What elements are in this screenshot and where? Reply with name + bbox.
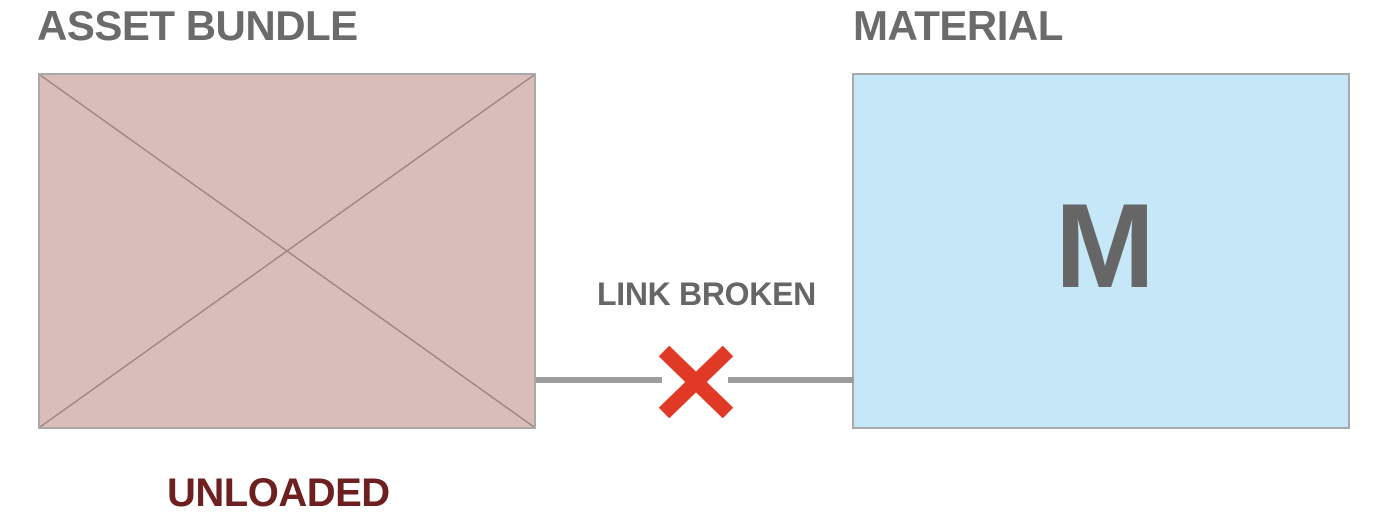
link-line-left xyxy=(536,377,662,383)
material-letter: M xyxy=(1055,179,1155,313)
unloaded-status-label: UNLOADED xyxy=(167,471,390,515)
asset-bundle-box xyxy=(38,73,536,429)
broken-x-icon xyxy=(658,345,734,419)
link-line-right xyxy=(728,377,854,383)
asset-bundle-title: ASSET BUNDLE xyxy=(37,2,358,49)
material-title: MATERIAL xyxy=(853,2,1063,49)
link-broken-label: LINK BROKEN xyxy=(597,276,816,312)
placeholder-cross-icon xyxy=(40,75,534,427)
material-box: M xyxy=(852,73,1350,429)
